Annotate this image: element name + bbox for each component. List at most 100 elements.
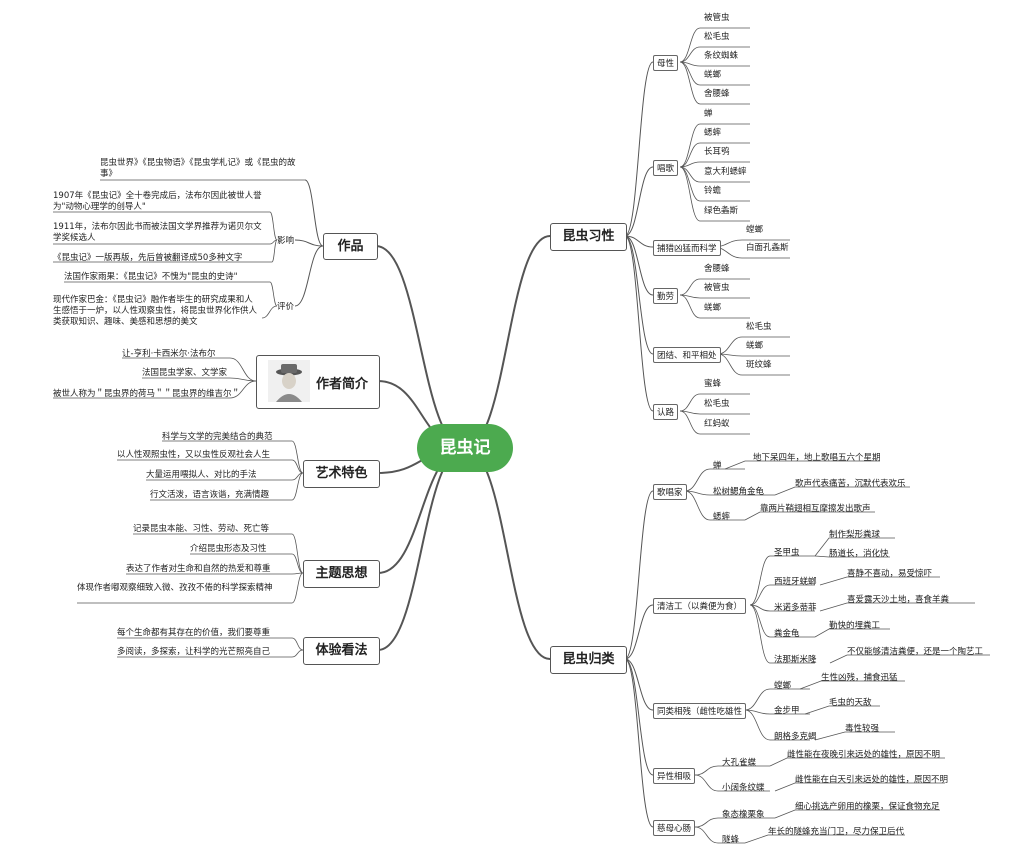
habit-item[interactable]: 螳螂 — [746, 225, 764, 235]
class-insect[interactable]: 朗格多克蝎 — [774, 732, 817, 742]
class-insect-desc[interactable]: 雌性能在夜晚引来远处的雄性，原因不明 — [787, 750, 941, 760]
habit-item[interactable]: 铃蟾 — [704, 186, 722, 196]
art-item[interactable]: 行文活泼，语言诙谐，充满情趣 — [150, 490, 270, 500]
class-insect-desc[interactable]: 不仅能够清洁粪便，还是一个陶艺工 — [847, 647, 984, 657]
leaf-link — [291, 533, 304, 574]
habit-item[interactable]: 被管虫 — [704, 13, 730, 23]
habit-item[interactable]: 舍腰蜂 — [704, 89, 730, 99]
feel-item[interactable]: 每个生命都有其存在的价值，我们要尊重 — [117, 628, 271, 638]
class-group-attraction[interactable]: 异性相吸 — [653, 768, 696, 784]
class-insect[interactable]: 蟋蟀 — [713, 512, 731, 522]
class-insect[interactable]: 法那斯米隆 — [774, 655, 817, 665]
habit-item[interactable]: 蜣螂 — [746, 341, 764, 351]
works-intro[interactable]: 昆虫世界》《昆虫物语》《昆虫学札记》或《昆虫的故事》 — [100, 158, 296, 179]
class-insect[interactable]: 粪金龟 — [774, 629, 800, 639]
class-insect-desc[interactable]: 喜静不喜动，易受惊吓 — [847, 569, 933, 579]
feel-item[interactable]: 多阅读，多探索，让科学的光芒照亮自己 — [117, 647, 271, 657]
class-insect-desc[interactable]: 喜爱露天沙土地，喜食羊粪 — [847, 595, 950, 605]
habit-item[interactable]: 松毛虫 — [746, 322, 772, 332]
habit-item[interactable]: 蜣螂 — [704, 70, 722, 80]
class-group-cannibal[interactable]: 同类相残（雌性吃雄性 — [653, 703, 747, 719]
habit-item[interactable]: 舍腰蜂 — [704, 264, 730, 274]
habit-group-hunting[interactable]: 捕猎凶猛而科学 — [653, 240, 721, 256]
class-insect[interactable]: 蝉 — [713, 461, 722, 471]
class-insect-desc[interactable]: 生性凶残，捕食迅猛 — [821, 673, 898, 683]
leaf-link — [269, 281, 278, 307]
branch-insect-classes[interactable]: 昆虫归类 — [550, 646, 627, 674]
class-insect-desc[interactable]: 雌性能在白天引来远处的雄性，原因不明 — [795, 775, 949, 785]
branch-experience[interactable]: 体验看法 — [303, 637, 380, 665]
class-insect-desc[interactable]: 细心挑选产卵用的橡栗，保证食物充足 — [795, 802, 940, 812]
works-intro-link — [304, 179, 324, 247]
class-insect-desc[interactable]: 毛虫的天敌 — [829, 698, 872, 708]
class-insect[interactable]: 螳螂 — [774, 681, 792, 691]
class-insect[interactable]: 小阔条纹蝶 — [722, 783, 765, 793]
class-insect-desc[interactable]: 勤快的埋粪工 — [829, 621, 881, 631]
author-item[interactable]: 让-亨利·卡西米尔·法布尔 — [122, 349, 216, 359]
habit-group-maternal[interactable]: 母性 — [653, 55, 679, 71]
branch-theme[interactable]: 主题思想 — [303, 560, 380, 588]
class-insect[interactable]: 西班牙蜣螂 — [774, 577, 817, 587]
class-insect[interactable]: 象态橡栗象 — [722, 810, 765, 820]
art-item[interactable]: 大量运用喂拟人、对比的手法 — [146, 470, 257, 480]
class-insect[interactable]: 金步甲 — [774, 706, 800, 716]
theme-item[interactable]: 表达了作者对生命和自然的热爱和尊重 — [126, 564, 271, 574]
central-topic[interactable]: 昆虫记 — [417, 424, 513, 472]
class-group-link — [624, 604, 654, 660]
theme-item[interactable]: 介绍昆虫形态及习性 — [190, 544, 267, 554]
works-influence-item[interactable]: 《昆虫记》一版再版，先后曾被翻译成50多种文字 — [53, 253, 243, 263]
class-group-link — [624, 658, 654, 828]
leaf-link — [229, 357, 257, 382]
works-influence-item[interactable]: 1911年，法布尔因此书而被法国文学界推荐为诺贝尔文学奖候选人 — [53, 222, 262, 243]
desc-link — [814, 555, 890, 558]
habit-item[interactable]: 蝉 — [704, 109, 713, 119]
theme-item[interactable]: 记录昆虫本能、习性、劳动、死亡等 — [133, 524, 270, 534]
habit-group-diligent[interactable]: 勤劳 — [653, 288, 679, 304]
works-eval-item[interactable]: 法国作家雨果：《昆虫记》不愧为"昆虫的史诗" — [64, 272, 238, 282]
habit-item[interactable]: 被管虫 — [704, 283, 730, 293]
habit-item[interactable]: 条纹蜘蛛 — [704, 51, 739, 61]
class-group-cleaners[interactable]: 清洁工（以粪便为食） — [653, 598, 747, 614]
class-insect[interactable]: 隧蜂 — [722, 835, 740, 845]
class-insect[interactable]: 大孔雀蝶 — [722, 758, 757, 768]
class-insect-desc[interactable]: 地下呆四年，地上歌唱五六个星期 — [753, 453, 881, 463]
author-item[interactable]: 法国昆虫学家、文学家 — [142, 368, 228, 378]
habit-item[interactable]: 蜣螂 — [704, 303, 722, 313]
habit-item[interactable]: 白面孔螽斯 — [746, 243, 789, 253]
works-eval-item[interactable]: 现代作家巴金：《昆虫记》融作者毕生的研究成果和人生感悟于一炉，以人性观察虫性，将… — [53, 295, 258, 327]
branch-insect-habits[interactable]: 昆虫习性 — [550, 223, 627, 251]
class-insect[interactable]: 松树鳃角金龟 — [713, 487, 765, 497]
branch-art-features[interactable]: 艺术特色 — [303, 460, 380, 488]
habit-item[interactable]: 蟋蟀 — [704, 128, 722, 138]
habit-group-singing[interactable]: 唱歌 — [653, 160, 679, 176]
author-title[interactable]: 作者简介 — [316, 377, 369, 392]
class-insect-desc[interactable]: 靠两片鞘翅相互摩擦发出歌声 — [760, 504, 871, 514]
class-insect-desc[interactable]: 年长的隧蜂充当门卫，尽力保卫后代 — [768, 827, 905, 837]
habit-item[interactable]: 绿色螽斯 — [704, 206, 739, 216]
habit-group-navigation[interactable]: 认路 — [653, 404, 679, 420]
works-influence-label[interactable]: 影响 — [277, 236, 295, 246]
habit-item[interactable]: 蜜蜂 — [704, 379, 722, 389]
habit-item[interactable]: 意大利蟋蟀 — [704, 167, 747, 177]
class-group-singers[interactable]: 歌唱家 — [653, 484, 687, 500]
class-insect-desc[interactable]: 肠道长，消化快 — [829, 549, 889, 559]
class-insect-desc[interactable]: 毒性较强 — [845, 724, 880, 734]
art-item[interactable]: 科学与文学的完美结合的典范 — [162, 432, 273, 442]
works-eval-label[interactable]: 评价 — [277, 302, 295, 312]
class-insect[interactable]: 圣甲虫 — [774, 548, 800, 558]
habit-item[interactable]: 红蚂蚁 — [704, 419, 730, 429]
author-item[interactable]: 被世人称为＂昆虫界的荷马＂＂昆虫界的维吉尔＂ — [53, 389, 241, 399]
habit-item[interactable]: 松毛虫 — [704, 32, 730, 42]
habit-item[interactable]: 松毛虫 — [704, 399, 730, 409]
class-insect-desc[interactable]: 制作梨形粪球 — [829, 530, 881, 540]
works-influence-item[interactable]: 1907年《昆虫记》全十卷完成后，法布尔因此被世人誉为"动物心理学的创导人" — [53, 191, 262, 212]
class-insect[interactable]: 米诺多蒂菲 — [774, 603, 817, 613]
habit-group-unity[interactable]: 团结、和平相处 — [653, 347, 721, 363]
art-item[interactable]: 以人性观照虫性，又以虫性反观社会人生 — [117, 450, 271, 460]
class-group-mother[interactable]: 慈母心肠 — [653, 820, 696, 836]
branch-works[interactable]: 作品 — [323, 233, 378, 260]
habit-item[interactable]: 长耳鸮 — [704, 147, 730, 157]
theme-item[interactable]: 体现作者嘟观察细致入微、孜孜不倦的科学探索精神 — [77, 583, 273, 593]
class-insect-desc[interactable]: 歌声代表痛苦，沉默代表欢乐 — [795, 479, 906, 489]
habit-item[interactable]: 斑纹蜂 — [746, 360, 772, 370]
